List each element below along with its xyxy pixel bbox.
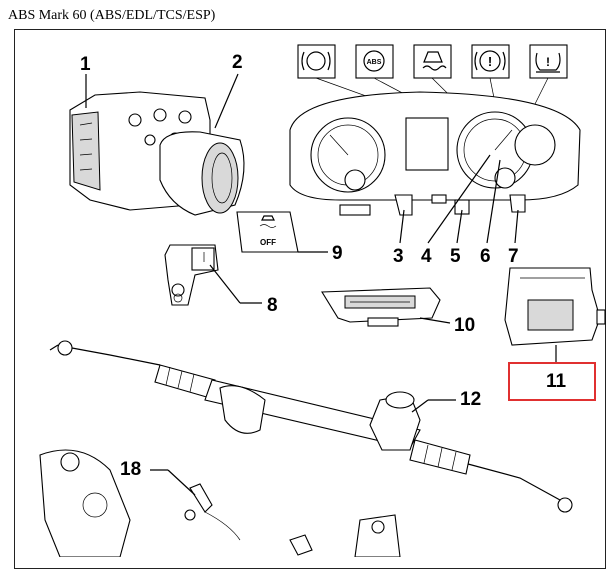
callout-1: 1 — [80, 54, 91, 75]
brake-icon-text: ! — [488, 54, 492, 69]
steering-knuckle — [39, 449, 131, 557]
abs-icon-text: ABS — [367, 59, 382, 66]
callout-10: 10 — [454, 315, 475, 336]
esp-traction-control-icon — [413, 44, 452, 79]
callout-7: 7 — [508, 246, 519, 267]
callout-9: 9 — [332, 243, 343, 264]
page-title: ABS Mark 60 (ABS/EDL/TCS/ESP) — [8, 8, 216, 23]
callout-12: 12 — [460, 389, 481, 410]
callout-6: 6 — [480, 246, 491, 267]
instrument-cluster — [289, 91, 581, 216]
callout-2: 2 — [232, 52, 243, 73]
brake-system-warning-icon — [297, 44, 336, 79]
esp-off-button-part: OFF — [236, 211, 299, 253]
tire-icon-text: ! — [546, 55, 550, 69]
callout-11-highlight-box — [508, 362, 596, 401]
wheel-speed-sensor — [184, 483, 241, 541]
callout-4: 4 — [421, 246, 432, 267]
brake-caliper-detail — [289, 514, 401, 557]
control-unit — [504, 267, 606, 346]
abs-warning-icon: ABS — [355, 44, 394, 79]
abs-hydraulic-unit — [69, 91, 245, 216]
sensor-bracket — [164, 244, 219, 306]
callout-8: 8 — [267, 295, 278, 316]
callout-18: 18 — [120, 459, 141, 480]
brake-warning-icon: ! — [471, 44, 510, 79]
parts-diagram: 1 2 ABS ! — [39, 44, 606, 557]
callout-11: 11 — [546, 371, 567, 392]
control-module — [321, 287, 441, 327]
warning-light-row: ABS ! ! — [297, 44, 568, 151]
tire-pressure-warning-icon: ! — [529, 44, 568, 79]
steering-rack — [49, 340, 573, 513]
callout-5: 5 — [450, 246, 461, 267]
callout-3: 3 — [393, 246, 404, 267]
esp-off-label: OFF — [260, 238, 276, 247]
